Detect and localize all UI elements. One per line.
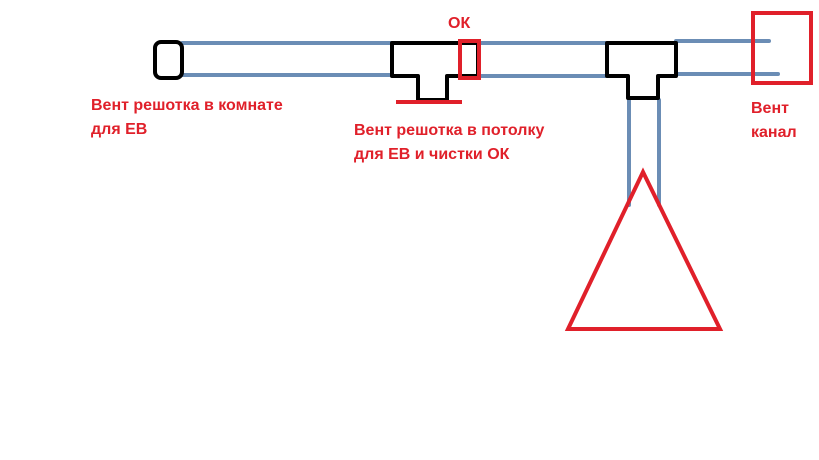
end-cap [153,40,184,80]
kitchen-hood [564,167,724,331]
label-vent-canal: Вент канал [751,97,797,145]
inspection-hatch-ok [458,39,481,80]
horizontal-duct [180,39,780,78]
vent-canal-box [751,11,813,85]
label-vent-canal-line-1: Вент [751,100,789,117]
label-room-grille-line-1: Вент решотка в комнате [91,97,283,114]
tee-fitting-right [605,41,678,100]
label-vent-canal-line-2: канал [751,124,797,141]
label-room-grille-line-2: для ЕВ [91,121,148,138]
tee-fitting-left [390,41,480,102]
fittings [153,40,678,102]
label-ceiling-grille: Вент решотка в потолку для ЕВ и чистки О… [354,119,544,167]
label-ok: ОК [448,12,470,36]
label-ceiling-grille-line-1: Вент решотка в потолку [354,122,545,139]
label-ceiling-grille-line-2: для ЕВ и чистки ОК [354,146,510,163]
label-room-grille: Вент решотка в комнате для ЕВ [91,94,283,142]
label-ok-text: ОК [448,15,471,32]
red-marks [396,11,813,331]
vertical-duct [627,98,661,207]
